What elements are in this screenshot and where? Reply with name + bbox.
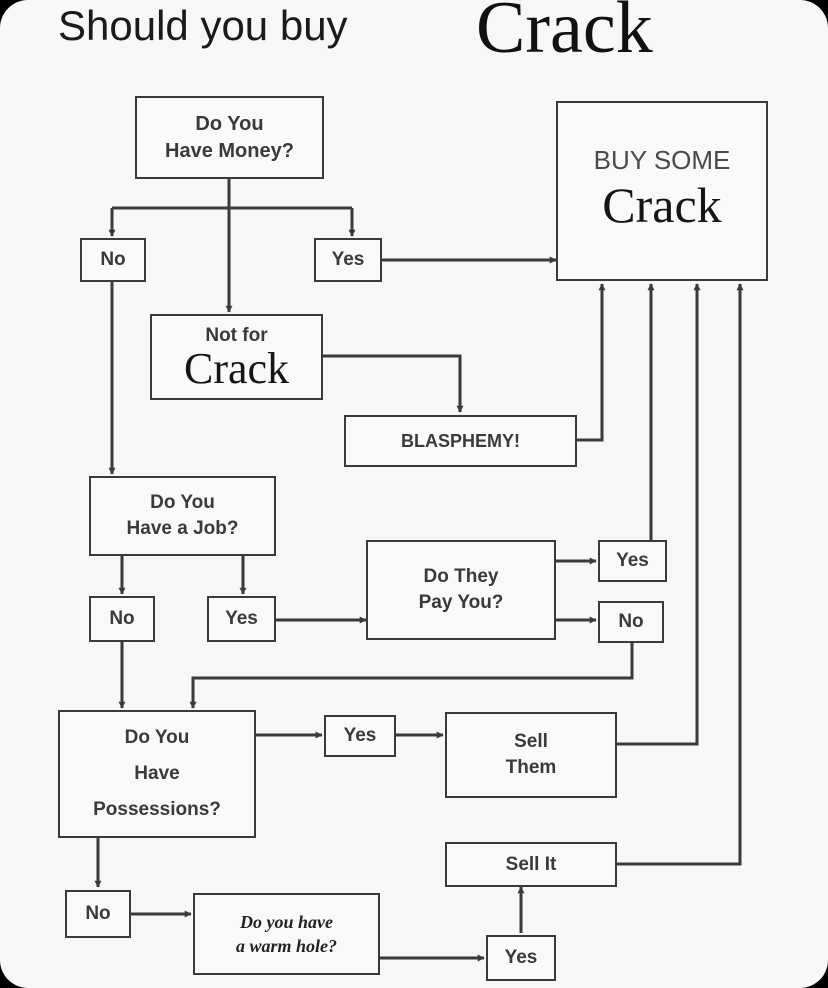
node-warm-hole-line1: Do you have: [240, 911, 333, 932]
edge-sellit-buy: [617, 283, 744, 866]
node-possessions: Do You Have Possessions?: [58, 710, 256, 838]
node-sell-them: Sell Them: [445, 712, 617, 798]
node-possessions-line2: Have: [134, 762, 180, 784]
node-pay-no-label: No: [618, 611, 644, 633]
node-not-for-line1: Not for: [205, 325, 268, 347]
node-sell-them-line1: Sell: [514, 731, 548, 753]
edge-notfor-blasphemy: [322, 354, 464, 413]
node-blasphemy: BLASPHEMY!: [344, 415, 577, 467]
node-sell-them-line2: Them: [505, 757, 557, 778]
title-prefix: Should you buy: [58, 2, 348, 49]
node-money-yes-label: Yes: [331, 249, 365, 271]
node-money-yes: Yes: [314, 238, 382, 282]
node-pay-yes-label: Yes: [616, 550, 649, 572]
node-have-money: Do You Have Money?: [135, 96, 324, 179]
node-blasphemy-label: BLASPHEMY!: [400, 430, 520, 451]
node-pay-yes: Yes: [598, 540, 667, 582]
node-poss-no-label: No: [85, 903, 111, 925]
node-possessions-line1: Do You: [124, 726, 190, 748]
title-emphasis: Crack: [476, 0, 653, 69]
node-job-no: No: [89, 596, 155, 642]
node-have-job-line1: Do You: [150, 492, 215, 514]
node-poss-no: No: [65, 890, 131, 938]
edge-money-no: [112, 206, 352, 236]
node-poss-yes: Yes: [324, 715, 396, 757]
node-have-job: Do You Have a Job?: [89, 476, 276, 556]
edge-payno-poss: [189, 640, 634, 709]
node-sell-it: Sell It: [445, 842, 617, 887]
node-pay-you-line2: Pay You?: [418, 592, 504, 613]
node-have-job-line2: Have a Job?: [126, 518, 239, 539]
edge-sellthem-buy: [617, 283, 701, 746]
node-hole-yes: Yes: [486, 935, 556, 981]
node-warm-hole-line2: a warm hole?: [235, 936, 337, 956]
node-have-money-line2: Have Money?: [165, 139, 294, 162]
node-sell-it-label: Sell It: [505, 853, 557, 875]
node-hole-yes-label: Yes: [504, 947, 538, 969]
node-pay-you-line1: Do They: [423, 566, 499, 588]
node-poss-yes-label: Yes: [343, 725, 377, 747]
node-pay-you: Do They Pay You?: [366, 540, 556, 640]
node-buy-some-line1: BUY SOME: [593, 144, 731, 175]
node-buy-some: BUY SOME Crack: [556, 101, 768, 281]
edge-blasphemy-buy: [577, 283, 606, 442]
node-not-for-line2: Crack: [183, 343, 290, 393]
node-buy-some-line2: Crack: [602, 177, 722, 234]
node-money-no: No: [80, 238, 146, 282]
node-money-no-label: No: [100, 249, 126, 271]
node-job-no-label: No: [109, 608, 135, 630]
node-pay-no: No: [598, 601, 664, 643]
node-warm-hole: Do you have a warm hole?: [193, 893, 380, 975]
node-possessions-line3: Possessions?: [93, 799, 221, 821]
node-job-yes-label: Yes: [225, 608, 258, 630]
node-not-for: Not for Crack: [150, 314, 323, 400]
node-have-money-line1: Do You: [195, 112, 264, 135]
node-job-yes: Yes: [207, 596, 276, 642]
